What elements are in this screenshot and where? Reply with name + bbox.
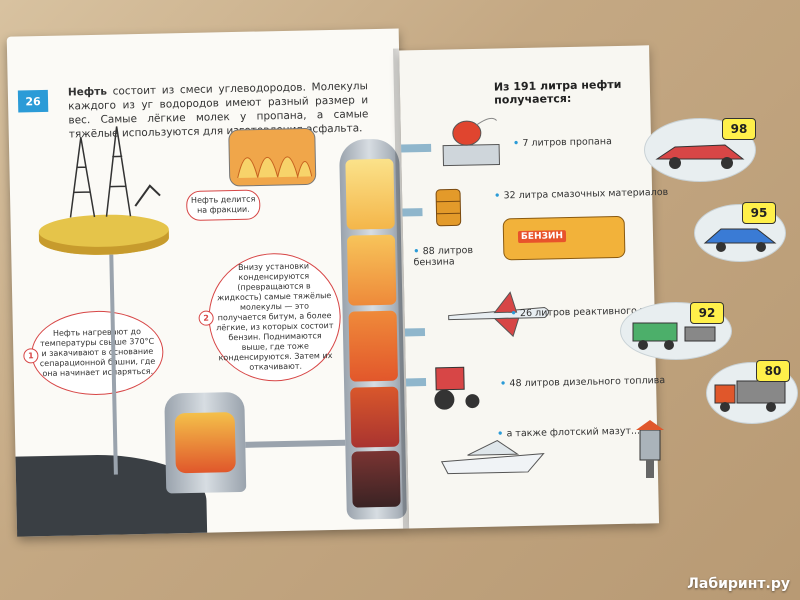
sports-car-icon [655,144,745,169]
product-propane-text: 7 литров пропана [522,136,612,149]
oil-barrel-icon [435,188,462,227]
product-diesel-text: 48 литров дизельного топлива [509,375,666,390]
yield-title: Из 191 литра нефти получается: [493,77,622,107]
octane-95-badge: 95 [742,202,776,224]
labirint-watermark: Лабиринт.ру [687,576,790,592]
flow-arrow-diesel [405,378,427,387]
suv-trailer-icon [632,322,716,350]
oil-derrick-icon [69,126,161,218]
flame-chamber-icon [228,128,317,187]
hatchback-icon [703,228,777,252]
column-fraction-bottom [351,450,401,508]
airplane-icon [448,291,550,338]
right-page: Из 191 литра нефти получается: • 7 литро… [399,45,681,529]
fuel-tanker-truck: БЕНЗИН [502,215,626,261]
octane-92-badge: 92 [690,302,724,324]
product-gasoline: • 88 литров бензина [413,245,473,268]
left-page: 26 Нефть состоит из смеси углеводородов.… [6,28,410,537]
intro-bold-word: Нефть [67,85,108,99]
dump-truck-icon [714,380,786,412]
fraction-bubble: Нефть делится на фракции. [185,189,261,222]
octane-98-badge: 98 [722,118,756,140]
feed-pipe [245,439,346,448]
heating-bubble-text: Нефть нагревают до температуры свыше 370… [39,327,156,379]
condensation-bubble: Внизу установки конденсируются (превраща… [207,251,342,383]
truck-sign: БЕНЗИН [517,230,567,244]
vehicle-tile-sports-car [644,118,756,182]
flow-arrow-propane [401,143,432,153]
column-fraction-middle [348,310,398,382]
column-fraction-lower [350,386,400,448]
product-lubricants: • 32 литра смазочных материалов [494,187,668,202]
product-diesel: • 48 литров дизельного топлива [500,375,665,389]
open-book: 26 Нефть состоит из смеси углеводородов.… [6,23,681,548]
octane-80-badge: 80 [756,360,790,382]
furnace-flame [174,412,236,474]
flow-arrow-lubricants [402,208,423,217]
heating-bubble: Нефть нагревают до температуры свыше 370… [30,309,165,397]
product-fuel-oil: • а также флотский мазут... [497,426,640,440]
column-fraction-upper [346,234,397,306]
flow-arrow-jet [404,328,426,337]
stove-kettle-icon [442,117,501,167]
vehicle-tile-hatchback [694,204,786,262]
heating-furnace [164,391,247,494]
product-gasoline-text: 88 литров бензина [413,245,474,269]
page-number: 26 [17,89,49,113]
product-propane: • 7 литров пропана [513,136,612,149]
column-fraction-top [345,158,395,230]
yacht-icon [440,439,545,475]
engine-piston-icon [636,420,664,478]
condensation-bubble-text: Внизу установки конденсируются (превраща… [216,261,334,372]
tractor-icon [434,366,480,410]
fraction-bubble-text: Нефть делится на фракции. [190,194,256,215]
product-lubricants-text: 32 литра смазочных материалов [503,186,669,202]
